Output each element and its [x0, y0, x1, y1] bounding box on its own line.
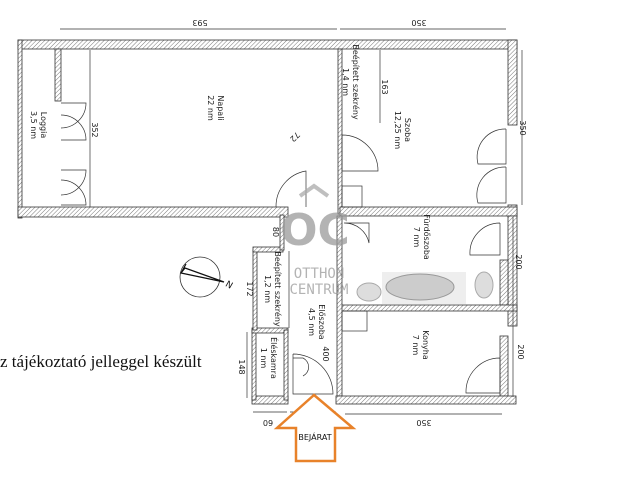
watermark-line2: CENTRUM: [289, 282, 348, 298]
room-area: 7 nm: [412, 227, 421, 248]
dim-eleskamra-148: 148: [237, 359, 246, 374]
room-name: Beépített szekrény: [351, 44, 361, 120]
room-eleskamra: Éléskamra 1 nm: [259, 337, 280, 379]
room-szekreny1: Beépített szekrény 1,4 nm: [341, 44, 361, 120]
dim-bottom-350: 350: [416, 418, 431, 427]
room-area: 22 nm: [206, 95, 215, 121]
room-area: 1 nm: [259, 348, 268, 369]
bathroom-fixtures: [356, 271, 494, 304]
room-name: Beépített szekrény: [273, 251, 283, 327]
room-area: 1,2 nm: [263, 275, 272, 303]
room-name: Előszoba: [317, 304, 326, 340]
room-name: Fürdőszoba: [422, 214, 431, 260]
dim-szoba-height: 350: [518, 120, 527, 135]
dim-corridor-80: 80: [271, 227, 280, 237]
room-area: 1,4 nm: [341, 68, 350, 96]
disclaimer-text: z tájékoztató jelleggel készült: [0, 352, 202, 371]
room-name: Loggia: [39, 112, 48, 139]
bathtub-icon: [385, 273, 455, 301]
room-area: 4,5 nm: [307, 308, 316, 336]
watermark-oc: OC: [280, 205, 350, 256]
toilet-icon: [474, 271, 494, 299]
dim-szekreny2-172: 172: [245, 281, 254, 296]
dim-top-left: 593: [192, 18, 207, 27]
room-area: 7 nm: [411, 335, 420, 356]
compass-icon: N: [179, 256, 234, 298]
dim-szekreny1-depth: 163: [380, 79, 389, 94]
entrance-arrow-icon: [273, 393, 357, 463]
dim-top-right: 350: [411, 18, 426, 27]
doors: [60, 102, 507, 395]
room-name: Konyha: [421, 330, 430, 360]
room-eloszoba: Előszoba 4,5 nm: [307, 304, 326, 340]
room-furdoszoba: Fürdőszoba 7 nm: [412, 214, 431, 260]
sink-icon: [356, 282, 382, 302]
room-area: 3,5 nm: [29, 111, 38, 139]
dimension-lines: [60, 28, 523, 415]
dim-konyha-height: 200: [516, 344, 525, 359]
room-szoba: Szoba 12,25 nm: [393, 111, 412, 150]
room-area: 12,25 nm: [393, 111, 402, 150]
dim-bottom-60: 60: [263, 418, 273, 427]
watermark-logo: OC OTTHON CENTRUM: [280, 183, 350, 298]
room-szekreny2: Beépített szekrény 1,2 nm: [263, 251, 283, 327]
room-konyha: Konyha 7 nm: [411, 330, 430, 360]
watermark-line1: OTTHON: [294, 266, 345, 282]
room-name: Szoba: [403, 118, 412, 142]
room-name: Éléskamra: [269, 337, 280, 379]
dim-eloszoba-400: 400: [321, 346, 330, 361]
dim-furdo-height: 200: [514, 254, 523, 269]
dim-szekreny1-width: 72: [288, 130, 302, 144]
room-napali: Napali 22 nm: [206, 95, 225, 121]
dim-napali-height: 352: [90, 122, 99, 137]
room-name: Napali: [216, 95, 225, 120]
compass-north-label: N: [223, 280, 234, 292]
room-loggia: Loggia 3,5 nm: [29, 111, 48, 139]
walls: [17, 39, 518, 405]
entrance-label: BEJÁRAT: [298, 431, 331, 442]
